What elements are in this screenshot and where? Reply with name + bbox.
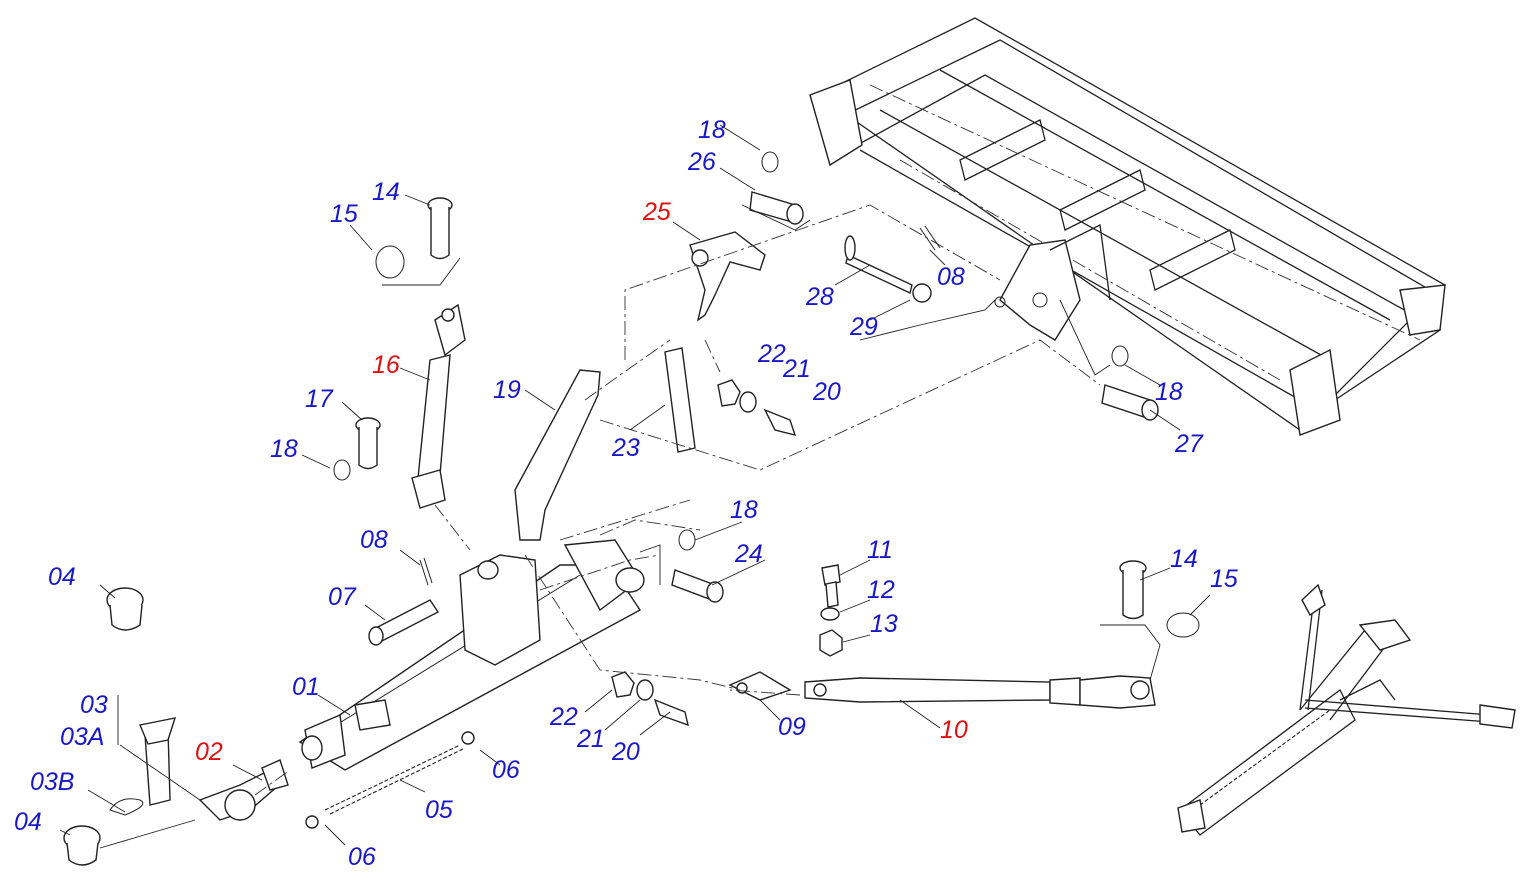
label-04-bottom: 04 <box>14 808 42 836</box>
part-15-linch-pin-right <box>1166 612 1200 638</box>
label-18-right: 18 <box>1155 378 1183 406</box>
label-26: 26 <box>687 148 716 176</box>
part-13-nut <box>819 629 843 657</box>
label-08-right: 08 <box>937 263 965 291</box>
part-20-bolt-lower <box>653 698 689 727</box>
part-18-clip-right <box>1111 345 1129 367</box>
label-10: 10 <box>940 716 968 744</box>
label-18-top: 18 <box>698 116 726 144</box>
part-18-clip-top <box>761 151 779 173</box>
assembly-centerlines <box>254 204 1101 796</box>
part-11-bolt <box>821 564 841 608</box>
label-06-bottom: 06 <box>348 843 376 871</box>
leader-lines <box>59 124 1211 849</box>
part-18-clip-mid <box>678 529 696 551</box>
label-03: 03 <box>80 691 108 719</box>
part-25-swivel-bracket <box>689 231 766 322</box>
label-02: 02 <box>195 738 223 766</box>
label-03b: 03B <box>30 768 74 796</box>
label-20-upper: 20 <box>812 378 841 406</box>
label-04-top: 04 <box>48 563 76 591</box>
part-22-nut-upper <box>717 379 741 407</box>
part-12-washer <box>820 607 840 621</box>
part-04-bushing-top <box>106 587 144 631</box>
part-09-clevis <box>728 671 792 701</box>
label-29: 29 <box>849 313 878 341</box>
part-24-pin <box>671 569 724 603</box>
part-number-labels: 01 02 03 03A 03B 04 04 05 06 06 07 08 08… <box>14 116 1238 871</box>
label-24: 24 <box>734 540 763 568</box>
label-03a: 03A <box>60 723 104 751</box>
assembly-overview <box>1177 583 1516 836</box>
machine-frame <box>809 17 1447 436</box>
label-19: 19 <box>493 376 521 404</box>
part-27-pin <box>1101 384 1159 421</box>
part-07-pin <box>368 599 440 646</box>
part-18-clip-left <box>333 459 351 481</box>
part-03b-clip <box>109 798 144 816</box>
label-07: 07 <box>328 583 357 611</box>
label-18-mid: 18 <box>730 496 758 524</box>
label-25: 25 <box>642 198 671 226</box>
label-14-right: 14 <box>1170 545 1198 573</box>
label-21-upper: 21 <box>782 355 811 383</box>
part-16-top-link <box>411 303 466 509</box>
label-09: 09 <box>778 713 806 741</box>
part-03-pin <box>139 717 177 806</box>
part-02-swivel-eye <box>198 759 289 821</box>
label-27: 27 <box>1174 430 1204 458</box>
part-28-axle-pin <box>844 235 913 294</box>
label-05: 05 <box>425 796 453 824</box>
label-06-right: 06 <box>492 756 520 784</box>
part-21-washer-lower <box>636 679 654 701</box>
part-06-shackle-bottom <box>305 815 319 829</box>
part-10-turnbuckle <box>804 675 1156 709</box>
part-26-pin <box>749 191 804 225</box>
part-08-cotter-pin-right <box>919 225 941 251</box>
label-23: 23 <box>611 434 640 462</box>
label-12: 12 <box>867 576 895 604</box>
label-22-lower: 22 <box>549 703 578 731</box>
label-15-right: 15 <box>1210 565 1238 593</box>
part-05-chain-inner <box>329 748 464 815</box>
part-06-shackle-top <box>461 731 475 745</box>
part-14-pin-top <box>427 197 453 260</box>
label-08-left: 08 <box>360 526 388 554</box>
part-17-pin <box>355 417 381 470</box>
label-21-lower: 21 <box>576 725 605 753</box>
label-18-left: 18 <box>270 435 298 463</box>
part-14-pin-right <box>1119 560 1147 620</box>
part-29-castle-nut <box>912 283 932 303</box>
label-15-top: 15 <box>330 200 358 228</box>
part-19-link-plate <box>514 369 601 541</box>
drawbar-assembly <box>298 539 645 771</box>
part-08-cotter-pin-left <box>419 557 433 586</box>
part-22-nut-lower <box>611 671 635 698</box>
label-22-upper: 22 <box>757 340 786 368</box>
part-20-bolt-upper <box>763 408 797 436</box>
part-05-chain <box>324 744 461 811</box>
label-13: 13 <box>870 610 898 638</box>
label-11: 11 <box>867 536 893 564</box>
part-04-bushing-bottom <box>63 825 101 866</box>
part-23-link <box>664 347 696 453</box>
part-21-washer-upper <box>739 391 757 413</box>
label-17: 17 <box>305 385 334 413</box>
label-14-top: 14 <box>372 178 400 206</box>
label-01: 01 <box>292 673 320 701</box>
part-15-linch-pin-top <box>375 245 405 279</box>
label-16: 16 <box>372 351 400 379</box>
label-28: 28 <box>805 283 834 311</box>
label-20-lower: 20 <box>611 738 640 766</box>
